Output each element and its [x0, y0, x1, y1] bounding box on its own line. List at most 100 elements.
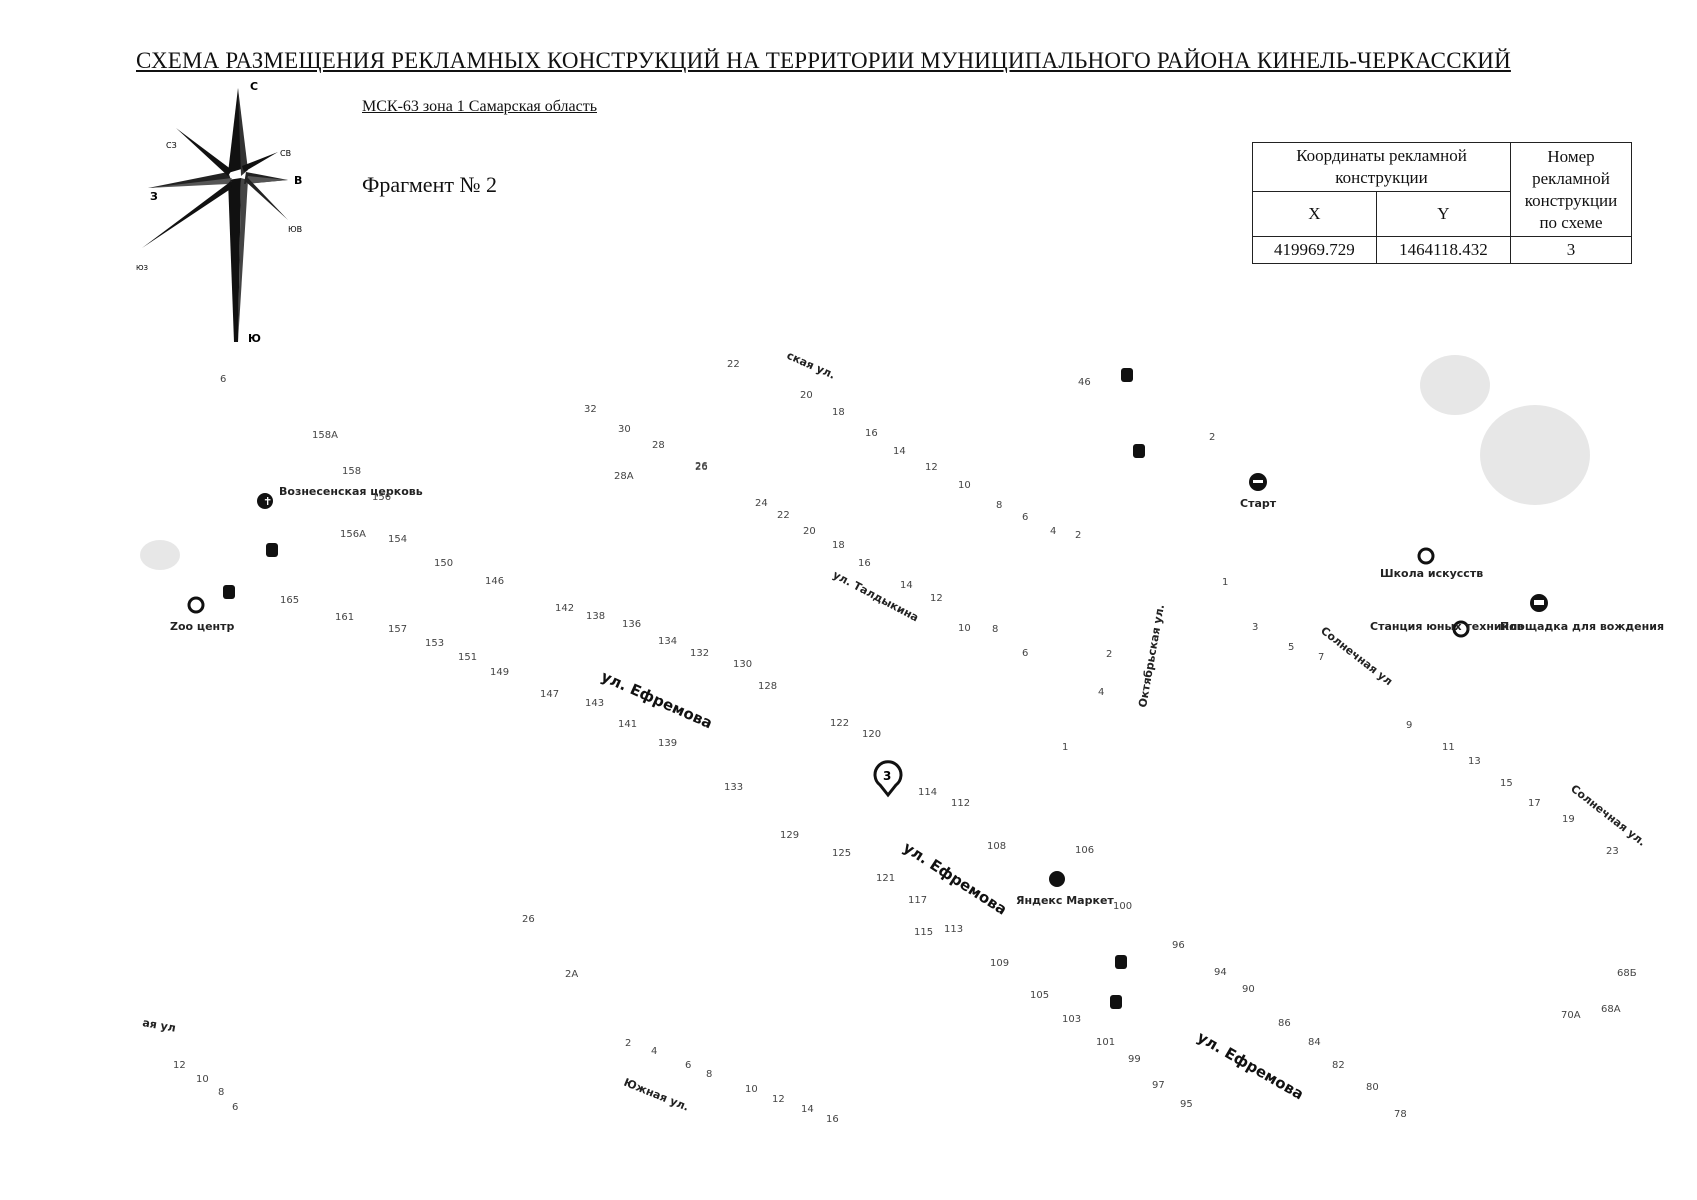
x-value: 419969.729 [1252, 236, 1377, 264]
house-number: 106 [1075, 845, 1094, 856]
street-partial-left: ая ул [141, 1016, 176, 1035]
house-number: 138 [586, 611, 605, 622]
house-number: 22 [777, 510, 790, 521]
house-number: 165 [280, 595, 299, 606]
house-number: 46 [1078, 377, 1091, 388]
house-number: 151 [458, 652, 477, 663]
house-number: 156А [340, 529, 366, 540]
house-number: 153 [425, 638, 444, 649]
street-efremova-3: ул. Ефремова [1194, 1028, 1307, 1104]
house-number: 16 [865, 428, 878, 439]
house-number: 10 [745, 1084, 758, 1095]
poi-driving[interactable]: Площадка для вождения [1500, 594, 1664, 633]
house-number: 2А [565, 969, 578, 980]
church-icon [257, 493, 273, 509]
house-number: 121 [876, 873, 895, 884]
house-number: 30 [618, 424, 631, 435]
house-number: 6 [1022, 512, 1028, 523]
house-number: 103 [1062, 1014, 1081, 1025]
house-number: 97 [1152, 1080, 1165, 1091]
house-number: 94 [1214, 967, 1227, 978]
poi-market[interactable]: Яндекс Маркет [1016, 871, 1114, 907]
house-number: 78 [1394, 1109, 1407, 1120]
poi-church-label: Вознесенская церковь [279, 485, 423, 498]
house-number: 14 [893, 446, 906, 457]
street-solnechnaya-1: Солнечная ул [1318, 624, 1395, 688]
house-number: 99 [1128, 1054, 1141, 1065]
house-number: 96 [1172, 940, 1185, 951]
house-number: 128 [758, 681, 777, 692]
house-number: 8 [992, 624, 998, 635]
house-number: 86 [1278, 1018, 1291, 1029]
house-number: 12 [925, 462, 938, 473]
house-number: 10 [196, 1074, 209, 1085]
poi-driving-label: Площадка для вождения [1500, 620, 1664, 633]
house-number: 16 [826, 1114, 839, 1125]
house-number: 15 [1500, 778, 1513, 789]
house-number: 142 [555, 603, 574, 614]
street-partial-top: ская ул. [785, 349, 838, 382]
house-number: 13 [1468, 756, 1481, 767]
poi-station[interactable]: Станция юных техников [1370, 620, 1524, 638]
house-number: 133 [724, 782, 743, 793]
shop-icon [266, 543, 278, 557]
house-number: 17 [1528, 798, 1541, 809]
compass-e: В [294, 174, 302, 187]
coordinates-table: Координаты рекламной конструкции Номер р… [1252, 142, 1632, 264]
house-number: 1 [1222, 577, 1228, 588]
house-number: 28 [652, 440, 665, 451]
house-number: 26 [695, 461, 708, 472]
house-number: 134 [658, 636, 677, 647]
house-number: 14 [801, 1104, 814, 1115]
coords-header: Координаты рекламной конструкции [1252, 142, 1511, 192]
ad-structure-marker[interactable]: 3 [873, 760, 903, 798]
poi-zoo[interactable]: Zoo центр [170, 596, 235, 633]
street-efremova-1: ул. Ефремова [598, 667, 715, 732]
house-number: 149 [490, 667, 509, 678]
house-number: 8 [218, 1087, 224, 1098]
station-icon [1452, 620, 1470, 638]
house-number: 132 [690, 648, 709, 659]
house-number: 3 [1252, 622, 1258, 633]
house-number: 95 [1180, 1099, 1193, 1110]
compass-se: ЮВ [288, 225, 302, 234]
house-number: 117 [908, 895, 927, 906]
house-number: 115 [914, 927, 933, 938]
house-number: 100 [1113, 901, 1132, 912]
page-title: СХЕМА РАЗМЕЩЕНИЯ РЕКЛАМНЫХ КОНСТРУКЦИЙ Н… [136, 48, 1511, 73]
poi-school[interactable]: Школа искусств [1380, 547, 1483, 580]
house-number: 10 [958, 623, 971, 634]
house-number: 161 [335, 612, 354, 623]
zoo-icon [187, 596, 205, 614]
house-number: 129 [780, 830, 799, 841]
vegetation-area [140, 355, 1590, 570]
house-number: 2 [625, 1038, 631, 1049]
house-number: 8 [706, 1069, 712, 1080]
house-number: 147 [540, 689, 559, 700]
house-number: 24 [755, 498, 768, 509]
house-number: 6 [220, 374, 226, 385]
poi-church[interactable]: ✝ Вознесенская церковь [257, 485, 423, 509]
house-number: 143 [585, 698, 604, 709]
house-number: 26 [522, 914, 535, 925]
marker-number: 3 [883, 769, 891, 783]
house-number: 6 [232, 1102, 238, 1113]
house-number: 14 [900, 580, 913, 591]
house-number: 156 [372, 492, 391, 503]
house-number: 113 [944, 924, 963, 935]
house-number: 105 [1030, 990, 1049, 1001]
compass-ne: СВ [280, 149, 291, 158]
poi-start[interactable]: Старт [1240, 473, 1277, 510]
house-number: 22 [727, 359, 740, 370]
street-oktyabrskaya: Октябрьская ул. [1136, 603, 1167, 708]
shop-icons [223, 368, 1145, 1009]
poi-zoo-label: Zoo центр [170, 620, 235, 633]
poi-market-label: Яндекс Маркет [1016, 894, 1114, 907]
house-number: 70А [1561, 1010, 1581, 1021]
y-value: 1464118.432 [1375, 236, 1512, 264]
house-number: 150 [434, 558, 453, 569]
compass-sw: ЮЗ [136, 264, 149, 272]
compass-nw: СЗ [166, 141, 177, 150]
